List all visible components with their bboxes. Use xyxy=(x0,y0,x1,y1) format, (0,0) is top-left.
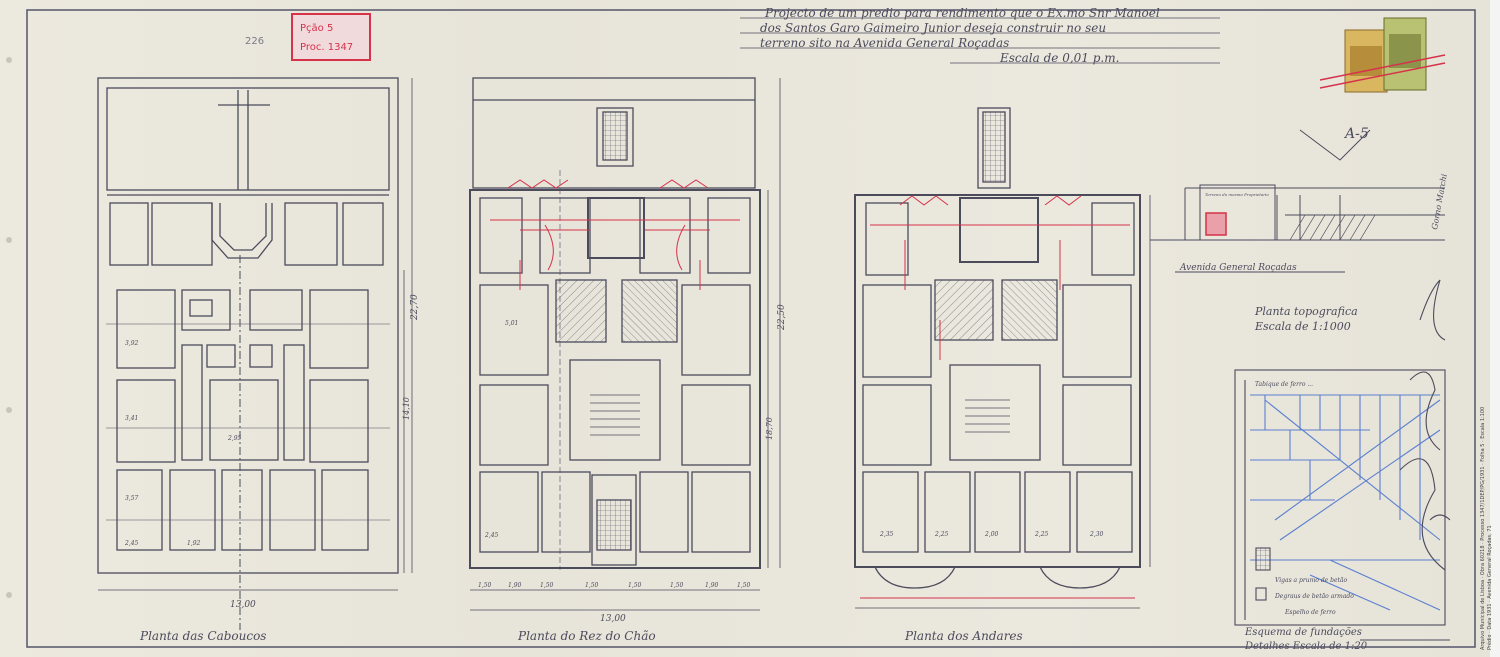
svg-text:1,50: 1,50 xyxy=(585,582,599,589)
title-underlines xyxy=(740,17,1220,64)
title-line-3: terreno sito na Avenida General Roçadas xyxy=(760,36,1009,50)
stair-detail xyxy=(1234,369,1446,626)
upper-floor-plan xyxy=(854,107,1151,609)
title-line-1: Projecto de um predio para rendimento qu… xyxy=(764,6,1160,20)
svg-text:1,90: 1,90 xyxy=(705,582,719,589)
plan-label-ground: Planta do Rez do Chão xyxy=(517,629,656,643)
plan-label-upper: Planta dos Andares xyxy=(904,629,1023,643)
svg-text:1,50: 1,50 xyxy=(628,582,642,589)
svg-text:2,25: 2,25 xyxy=(934,531,949,538)
stair-label-1: Esquema de fundações xyxy=(1244,627,1362,638)
stair-label-2: Detalhes Escala de 1:20 xyxy=(1244,641,1368,652)
svg-text:3,57: 3,57 xyxy=(125,495,139,502)
red-stamp xyxy=(291,13,371,61)
svg-text:3,41: 3,41 xyxy=(125,415,138,422)
street-name: Avenida General Roçadas xyxy=(1179,263,1297,273)
dim-depth-inner: 18,70 xyxy=(765,417,774,440)
revenue-stamp xyxy=(1319,17,1446,93)
svg-text:3,92: 3,92 xyxy=(125,340,139,347)
ground-floor-plan xyxy=(469,77,781,611)
svg-text:5,01: 5,01 xyxy=(505,320,518,327)
red-annotations-upper xyxy=(860,195,1135,599)
title-line-2: dos Santos Garo Gaimeiro Junior deseja c… xyxy=(760,21,1106,35)
stair-top-note: Tabique de ferro ... xyxy=(1255,381,1313,388)
signature-scribble xyxy=(1360,279,1451,641)
svg-text:1,50: 1,50 xyxy=(737,582,751,589)
dim-depth-foundation-inner: 14,10 xyxy=(402,397,411,420)
svg-text:2,25: 2,25 xyxy=(1034,531,1049,538)
svg-text:2,45: 2,45 xyxy=(484,532,499,539)
svg-text:2,30: 2,30 xyxy=(1089,531,1104,538)
site-label-1: Planta topografica xyxy=(1254,305,1358,318)
archive-line-1: Arquivo Municipal de Lisboa · Obra 60218… xyxy=(1480,406,1486,650)
stair-note-2: Degraus de betão armado xyxy=(1274,593,1354,600)
mark-a5: A-5 xyxy=(1343,126,1369,142)
svg-text:2,45: 2,45 xyxy=(124,540,139,547)
stamp-line-1: Pção 5 xyxy=(300,23,333,34)
red-annotations-ground xyxy=(490,179,740,290)
svg-text:2,95: 2,95 xyxy=(227,435,242,442)
binder-hole xyxy=(6,57,12,63)
svg-text:1,50: 1,50 xyxy=(478,582,492,589)
margin-note: Gorno Marchi xyxy=(1430,173,1449,231)
stamp-line-2: Proc. 1347 xyxy=(300,42,353,53)
scale-note: Escala de 0,01 p.m. xyxy=(999,51,1119,65)
foundation-plan xyxy=(97,77,413,630)
stair-note-1: Vigas a prumo de betão xyxy=(1275,577,1347,584)
binder-hole xyxy=(6,237,12,243)
site-label-2: Escala de 1:1000 xyxy=(1254,320,1351,333)
sheet-border xyxy=(26,9,1476,648)
binder-hole xyxy=(6,592,12,598)
title-block: Projecto de um predio para rendimento qu… xyxy=(760,6,1160,65)
svg-text:1,92: 1,92 xyxy=(187,540,201,547)
site-plan xyxy=(1150,184,1445,273)
svg-text:1,90: 1,90 xyxy=(508,582,522,589)
dim-width-ground: 13,00 xyxy=(600,614,626,624)
svg-text:2,35: 2,35 xyxy=(879,531,894,538)
room-dims: 5,01 3,92 3,41 3,57 2,45 2,45 2,95 1,92 … xyxy=(124,320,1104,547)
svg-text:1,50: 1,50 xyxy=(540,582,554,589)
binder-hole xyxy=(6,407,12,413)
bay-dims: 1,50 1,90 1,50 1,50 1,50 1,50 1,90 1,50 xyxy=(478,582,751,589)
pencil-mark xyxy=(1299,129,1371,161)
svg-text:1,50: 1,50 xyxy=(670,582,684,589)
dim-depth-foundation: 22,70 xyxy=(410,294,420,321)
plan-label-foundation: Planta das Caboucos xyxy=(139,629,266,643)
dim-width-foundation: 13,00 xyxy=(230,600,256,610)
archive-label-strip xyxy=(1490,0,1500,657)
neighbor-label: Terreno do mesmo Proprietario xyxy=(1205,192,1269,197)
archive-line-2: Prédio · Data 1931 · Avenida General Roç… xyxy=(1487,525,1493,650)
pencil-number: 226 xyxy=(245,36,264,47)
dim-depth-ground: 22,50 xyxy=(777,304,787,331)
stair-note-3: Espelho de ferro xyxy=(1284,609,1336,616)
archive-sidebar: Arquivo Municipal de Lisboa · Obra 60218… xyxy=(1478,10,1493,650)
svg-text:2,00: 2,00 xyxy=(984,531,999,538)
